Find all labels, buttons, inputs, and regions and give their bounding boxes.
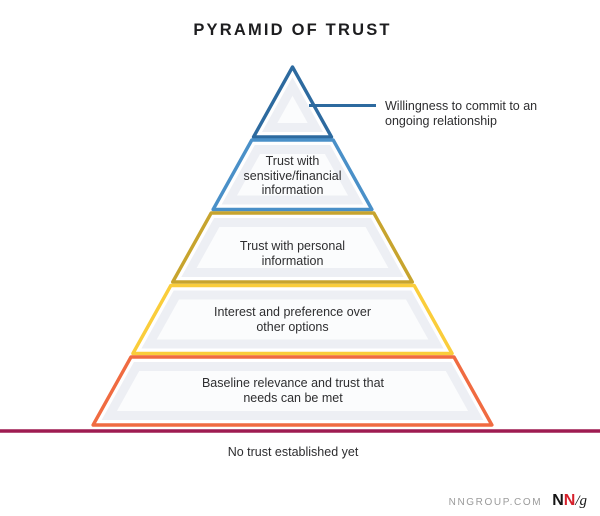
logo-slash-g: /g bbox=[575, 493, 587, 509]
tier-label-personal-info: Trust with personal information bbox=[239, 239, 346, 268]
tier-shape-sensitive-financial-trust-inner bbox=[237, 154, 348, 196]
callout-label-commitment: Willingness to commit to an ongoing rela… bbox=[385, 99, 538, 128]
tier-shape-interest-preference-inner bbox=[156, 299, 429, 340]
footer: NNGROUP.COM NN/g bbox=[449, 492, 587, 510]
ground-label: No trust established yet bbox=[227, 445, 359, 459]
tier-shape-commitment-inner bbox=[277, 95, 308, 123]
tier-label-sensitive-financial: Trust with sensitive/financial informati… bbox=[243, 154, 342, 197]
logo-n1: N bbox=[552, 492, 564, 509]
pyramid-tiers bbox=[91, 65, 494, 427]
nngroup-site-label: NNGROUP.COM bbox=[448, 497, 543, 508]
page-title: PYRAMID OF TRUST bbox=[193, 21, 392, 39]
nng-logo: NN/g bbox=[552, 492, 587, 510]
tier-shape-baseline-relevance-inner bbox=[116, 371, 469, 411]
tier-label-interest-preference: Interest and preference over other optio… bbox=[213, 305, 372, 334]
logo-n2: N bbox=[563, 492, 576, 509]
tier-shape-personal-info-trust-inner bbox=[196, 227, 389, 268]
tier-label-baseline-relevance: Baseline relevance and trust that needs … bbox=[201, 376, 385, 405]
